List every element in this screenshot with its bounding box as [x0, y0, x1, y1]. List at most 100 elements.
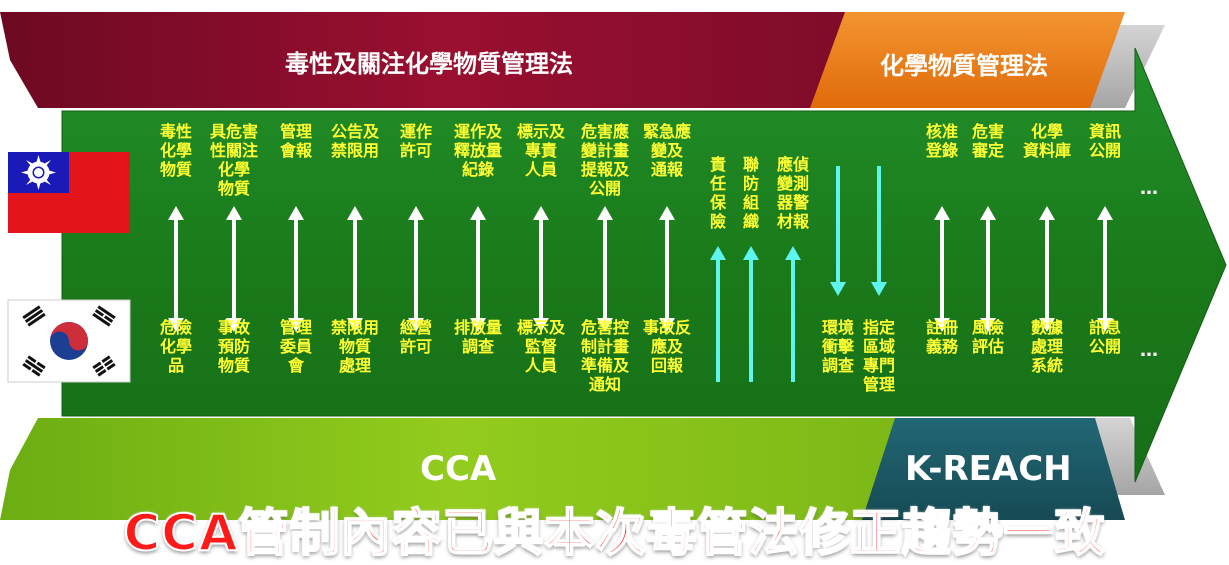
ellipsis-bottom: … — [1140, 340, 1158, 361]
bottom-band-left — [0, 418, 910, 520]
column-bottom-label: 危險 化學 品 — [141, 318, 211, 375]
column-top-text: 核准 登錄 — [925, 122, 958, 160]
column-top-text: 運作 許可 — [399, 122, 432, 160]
arrow-head-down — [288, 318, 304, 332]
column-bottom-text: 禁限用 物質 處理 — [330, 318, 379, 375]
column-top-text: 應偵 變測 器警 材報 — [776, 155, 809, 231]
column-top-label: 運作及 釋放量 紀錄 — [443, 122, 513, 179]
column-bottom-label: 排放量 調查 — [443, 318, 513, 356]
column-top-label: 聯 防 組 織 — [716, 155, 786, 231]
arrow-head-up — [980, 206, 996, 220]
cyan-arrow-head-up — [743, 246, 759, 260]
arrow-head-down — [597, 318, 613, 332]
arrow-head-down — [168, 318, 184, 332]
arrow-head-up — [288, 206, 304, 220]
column-top-label: 緊急應 變及 通報 — [632, 122, 702, 179]
column-bottom-text: 數據 處理 系統 — [1030, 318, 1063, 375]
column-top-text: 具危害 性關注 化學 物質 — [209, 122, 258, 198]
column-bottom-label: 事故反 應及 回報 — [632, 318, 702, 375]
column-top-label: 運作 許可 — [381, 122, 451, 160]
column-top-text: 毒性 化學 物質 — [159, 122, 192, 179]
arrow-head-up — [168, 206, 184, 220]
korea-flag — [7, 299, 131, 383]
column-bottom-label: 事故 預防 物質 — [199, 318, 269, 375]
arrow-head-down — [226, 318, 242, 332]
column-bottom-text: 經營 許可 — [399, 318, 432, 356]
cyan-arrow-head-up — [785, 246, 801, 260]
column-top-text: 資訊 公開 — [1088, 122, 1121, 160]
column-bottom-text: 危害控 制計畫 準備及 通知 — [580, 318, 629, 394]
column-top-label: 管理 會報 — [261, 122, 331, 160]
arrow-head-up — [533, 206, 549, 220]
cyan-arrow-head-down — [830, 282, 846, 296]
arrow-head-down — [470, 318, 486, 332]
column-top-text: 運作及 釋放量 紀錄 — [453, 122, 502, 179]
column-bottom-label: 註冊 義務 — [907, 318, 977, 356]
column-bottom-text: 指定 區域 專門 管理 — [862, 318, 895, 394]
column-bottom-label: 標示及 監督 人員 — [506, 318, 576, 375]
column-top-label: 具危害 性關注 化學 物質 — [199, 122, 269, 198]
column-bottom-text: 環境 衝擊 調查 — [821, 318, 854, 375]
column-bottom-text: 風險 評估 — [971, 318, 1004, 356]
column-bottom-label: 禁限用 物質 處理 — [320, 318, 390, 375]
bottom-band-right — [862, 418, 1125, 520]
column-top-text: 危害應 變計畫 提報及 公開 — [580, 122, 629, 198]
arrow-head-down — [1039, 318, 1055, 332]
column-top-text: 公告及 禁限用 — [330, 122, 379, 160]
column-top-label: 標示及 專責 人員 — [506, 122, 576, 179]
column-bottom-label: 環境 衝擊 調查 — [803, 318, 873, 375]
column-top-label: 核准 登錄 — [907, 122, 977, 160]
column-top-label: 資訊 公開 — [1070, 122, 1140, 160]
column-arrows — [168, 166, 1113, 382]
arrow-head-up — [470, 206, 486, 220]
column-top-text: 化學 資料庫 — [1022, 122, 1071, 160]
column-bottom-text: 事故反 應及 回報 — [642, 318, 691, 375]
column-top-label: 危害應 變計畫 提報及 公開 — [570, 122, 640, 198]
bottom-right-title: K-REACH — [905, 449, 1072, 489]
arrow-head-up — [659, 206, 675, 220]
column-bottom-label: 管理 委員 會 — [261, 318, 331, 375]
column-top-label: 公告及 禁限用 — [320, 122, 390, 160]
arrow-head-down — [347, 318, 363, 332]
arrow-head-up — [408, 206, 424, 220]
column-bottom-text: 註冊 義務 — [925, 318, 958, 356]
column-top-text: 責 任 保 險 — [709, 155, 726, 231]
conclusion-banner: CCA管制內容已與本次毒管法修正趨勢一致 — [122, 504, 1106, 562]
column-top-label: 危害 審定 — [953, 122, 1023, 160]
column-top-text: 危害 審定 — [971, 122, 1004, 160]
top-band-right — [810, 12, 1125, 108]
column-bottom-label: 經營 許可 — [381, 318, 451, 356]
column-top-label: 責 任 保 險 — [683, 155, 753, 231]
arrow-head-up — [597, 206, 613, 220]
arrow-head-down — [659, 318, 675, 332]
column-bottom-label: 危害控 制計畫 準備及 通知 — [570, 318, 640, 394]
column-bottom-label: 風險 評估 — [953, 318, 1023, 356]
column-top-text: 標示及 專責 人員 — [516, 122, 565, 179]
column-bottom-text: 管理 委員 會 — [279, 318, 312, 375]
arrow-head-down — [1097, 318, 1113, 332]
top-left-title: 毒性及關注化學物質管理法 — [285, 50, 573, 78]
column-bottom-text: 訊息 公開 — [1088, 318, 1121, 356]
top-band-left — [0, 12, 895, 108]
arrow-head-up — [347, 206, 363, 220]
bottom-left-title: CCA — [420, 449, 497, 489]
column-bottom-label: 訊息 公開 — [1070, 318, 1140, 356]
arrow-head-up — [1039, 206, 1055, 220]
arrow-head-down — [533, 318, 549, 332]
green-arrow-body — [61, 47, 1227, 483]
cyan-arrow-head-up — [710, 246, 726, 260]
arrow-head-down — [980, 318, 996, 332]
column-top-text: 管理 會報 — [279, 122, 312, 160]
arrow-head-up — [934, 206, 950, 220]
column-top-text: 緊急應 變及 通報 — [642, 122, 691, 179]
arrow-head-up — [1097, 206, 1113, 220]
column-bottom-label: 指定 區域 專門 管理 — [844, 318, 914, 394]
cyan-arrow-head-down — [871, 282, 887, 296]
top-right-title: 化學物質管理法 — [880, 52, 1048, 80]
taiwan-flag — [8, 152, 130, 233]
column-bottom-text: 事故 預防 物質 — [217, 318, 250, 375]
column-bottom-text: 危險 化學 品 — [159, 318, 192, 375]
arrow-head-down — [408, 318, 424, 332]
